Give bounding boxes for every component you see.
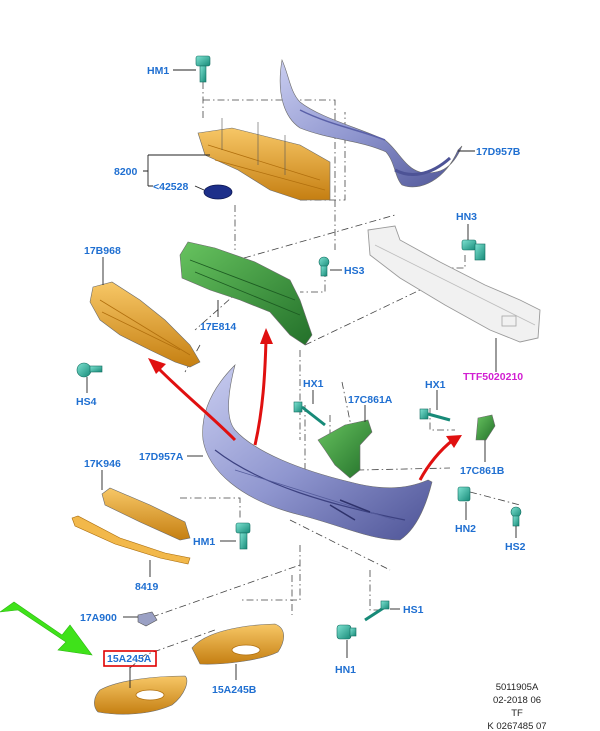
label-17k946: 17K946 [84,458,121,470]
clip-hn2-icon [457,486,471,502]
bracket-17a900 [137,611,158,627]
reinforcement-beam [367,225,541,343]
label-17e814: 17E814 [200,321,236,333]
label-hs3: HS3 [344,265,365,277]
clip-hm1-mid-icon [235,522,251,550]
clip-hs3-icon [318,256,330,277]
label-hm1-mid: HM1 [193,536,215,548]
clip-hn3-icon [461,239,486,261]
fog-cover-15a245b [191,623,284,665]
label-17b968: 17B968 [84,245,121,257]
meta-line-1: 5011905A [496,682,539,693]
label-8419: 8419 [135,581,159,593]
red-arrow-center [253,339,268,446]
label-hs1: HS1 [403,604,424,616]
label-hn1: HN1 [335,664,356,676]
label-17a900: 17A900 [80,612,117,624]
red-arrows [156,339,454,481]
upper-bumper-17d957b [279,59,463,188]
meta-line-2: 02-2018 06 [493,695,541,706]
emblem-42528 [203,184,233,200]
bracket-17c861a [317,419,373,479]
label-hn3: HN3 [456,211,477,223]
label-hn2: HN2 [455,523,476,535]
label-hm1-top: HM1 [147,65,169,77]
clip-hs4-icon [76,362,103,378]
revision-block: 5011905A 02-2018 06 TF K 0267485 07 [487,682,546,731]
red-arrowheads [148,328,462,448]
label-17c861a: 17C861A [348,394,393,406]
label-17d957a: 17D957A [139,451,184,463]
green-bracket-17e814 [179,241,313,346]
label-hx1-right: HX1 [425,379,446,391]
label-ttf5020210: TTF5020210 [463,371,523,383]
fog-cover-15a245a [94,675,188,715]
clip-hs1-icon [364,600,390,622]
clip-hx1-left-icon [293,401,326,427]
bracket-17c861b [475,414,496,441]
red-arrow-left [156,366,237,442]
label-hs4: HS4 [76,396,97,408]
label-17d957b: 17D957B [476,146,521,158]
part-labels: HM1 17D957B 8200 <42528 HN3 17B968 HS3 1… [76,65,526,696]
highlight-box-15a245a [103,650,157,667]
clip-hs2-icon [510,506,522,527]
clip-hx1-right-icon [419,408,451,422]
main-bumper-17d957a [202,364,433,541]
meta-line-3: TF [511,708,523,719]
grille-8200 [197,118,331,201]
red-arrow-right [418,438,454,481]
green-pointer-arrow [0,601,93,656]
label-8200: 8200 [114,166,138,178]
label-15a245a: 15A245A [107,653,152,665]
clip-hm1-top-icon [195,55,211,83]
absorber-17b968 [89,281,201,368]
meta-line-4: K 0267485 07 [487,721,546,731]
label-hx1-left: HX1 [303,378,324,390]
clip-hn1-icon [336,624,357,640]
label-42528: <42528 [153,181,188,193]
label-17c861b: 17C861B [460,465,505,477]
leader-lines [86,69,517,688]
label-hs2: HS2 [505,541,526,553]
strip-8419 [71,515,191,565]
label-15a245b: 15A245B [212,684,257,696]
strip-17k946 [101,487,191,541]
